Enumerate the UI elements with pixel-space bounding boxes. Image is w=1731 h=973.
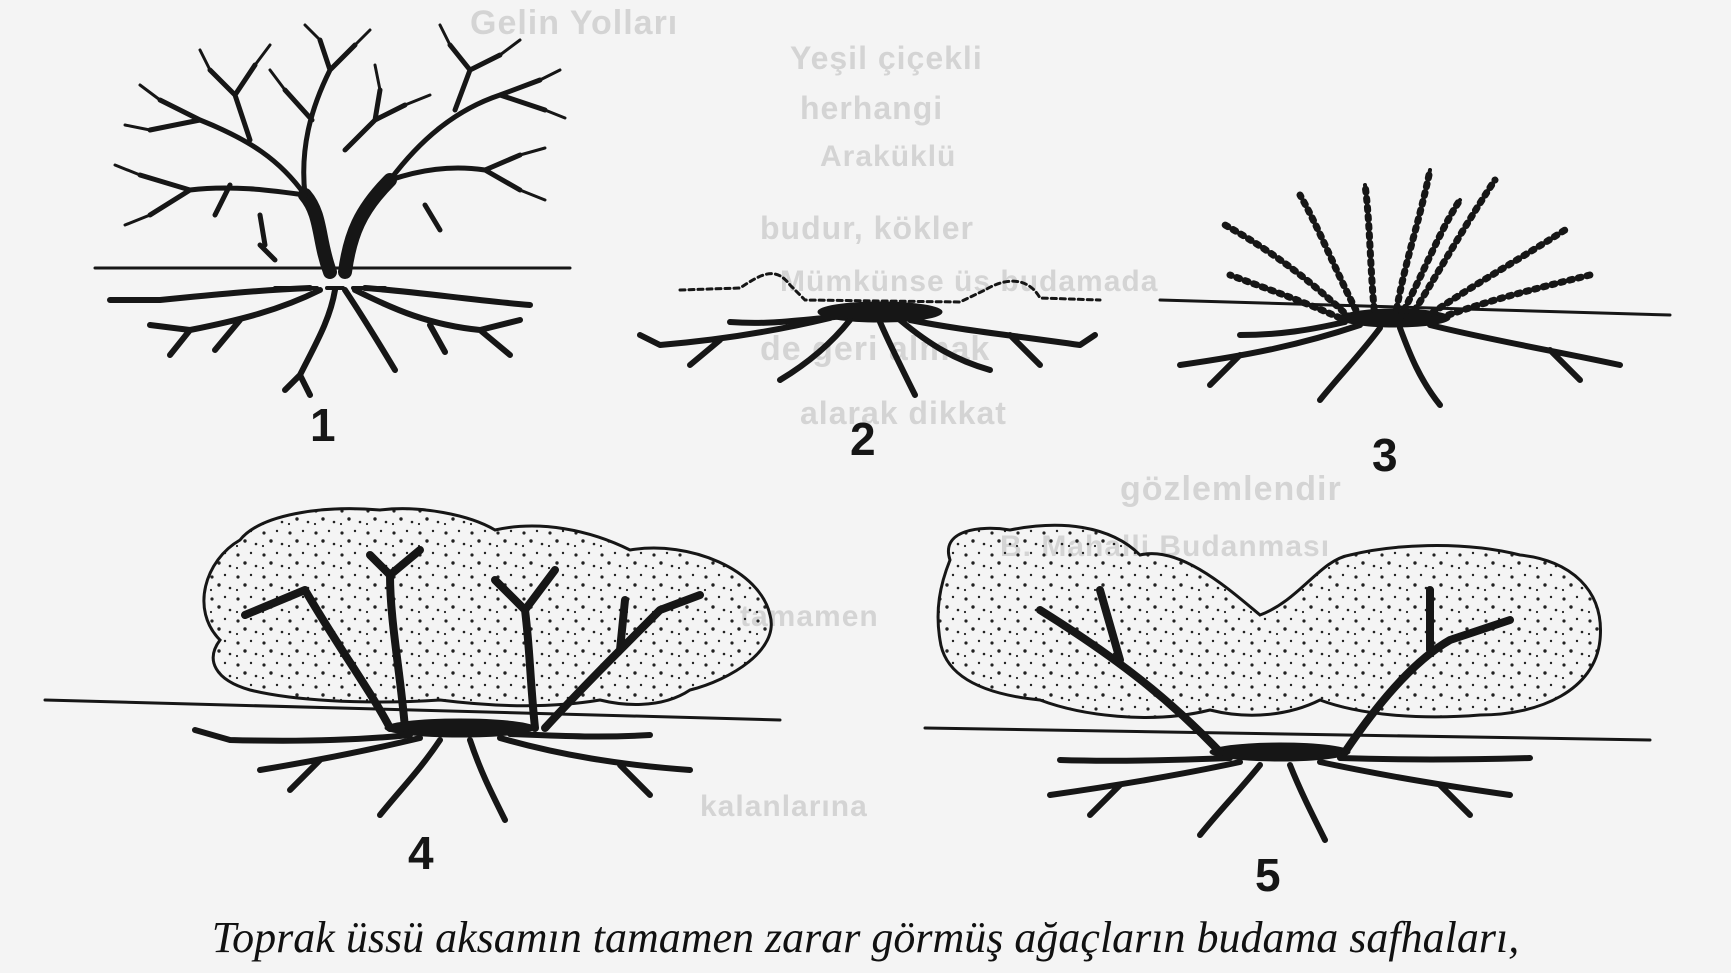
roots [1050, 758, 1530, 840]
stage-1-tree [95, 25, 570, 395]
stage-number-1: 1 [310, 398, 336, 452]
roots [195, 730, 690, 820]
branches [140, 40, 545, 260]
stage-3-sprouts [1160, 170, 1670, 405]
crown-foliage [204, 509, 771, 706]
stage-number-4: 4 [408, 826, 434, 880]
roots [640, 316, 1095, 395]
roots [1180, 322, 1620, 405]
trunk [305, 180, 390, 272]
stage-number-5: 5 [1255, 848, 1281, 902]
ground-line [45, 700, 780, 720]
roots [110, 288, 530, 395]
stage-4-crown [45, 509, 780, 820]
stage-5-crown [925, 525, 1650, 840]
stage-number-3: 3 [1372, 428, 1398, 482]
ground-line [925, 728, 1650, 740]
leaves [1225, 170, 1590, 318]
stage-2-stump [640, 274, 1100, 395]
mound-line [680, 274, 1100, 302]
stage-number-2: 2 [850, 412, 876, 466]
figure-caption: Toprak üssü aksamın tamamen zarar görmüş… [0, 912, 1731, 963]
